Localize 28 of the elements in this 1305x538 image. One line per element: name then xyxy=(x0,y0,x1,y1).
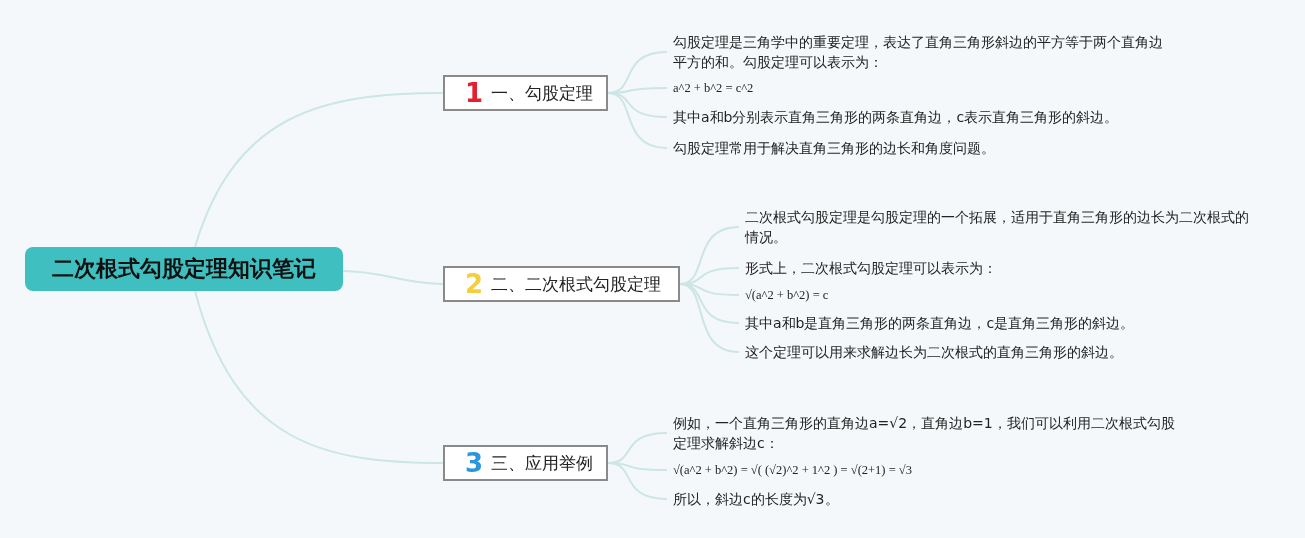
formula-text: a^2 + b^2 = c^2 xyxy=(673,78,1173,98)
note-text: 勾股定理常用于解决直角三角形的边长和角度问题。 xyxy=(673,138,1173,158)
number-marker: 3 xyxy=(465,448,484,478)
connector-line xyxy=(607,92,668,149)
topic-box xyxy=(443,445,608,481)
connector-line xyxy=(607,462,668,500)
note-text: 形式上，二次根式勾股定理可以表示为： xyxy=(745,258,1255,278)
topic-title: 一、勾股定理 xyxy=(491,81,594,105)
note-text: 其中a和b分别表示直角三角形的两条直角边，c表示直角三角形的斜边。 xyxy=(673,107,1173,127)
central-topic: 二次根式勾股定理知识笔记 xyxy=(25,247,343,291)
note-text: 勾股定理是三角学中的重要定理，表达了直角三角形斜边的平方等于两个直角边平方的和。勾股定理可以表示为： xyxy=(673,32,1173,72)
topic-box xyxy=(443,75,608,111)
topic-title: 二、二次根式勾股定理 xyxy=(491,272,662,296)
connector-line xyxy=(194,92,444,248)
topic-title: 三、应用举例 xyxy=(491,451,594,475)
note-text: 这个定理可以用来求解边长为二次根式的直角三角形的斜边。 xyxy=(745,342,1255,362)
note-text: 其中a和b是直角三角形的两条直角边，c是直角三角形的斜边。 xyxy=(745,313,1255,333)
note-text: 例如，一个直角三角形的直角边a=√2，直角边b=1，我们可以利用二次根式勾股定理求解斜边c： xyxy=(673,413,1177,453)
formula-text: √(a^2 + b^2) = c xyxy=(745,285,1255,305)
connector-line xyxy=(679,283,740,353)
note-text: 二次根式勾股定理是勾股定理的一个拓展，适用于直角三角形的边长为二次根式的情况。 xyxy=(745,207,1255,247)
number-marker: 2 xyxy=(465,269,484,299)
formula-text: √(a^2 + b^2) = √( (√2)^2 + 1^2 ) = √(2+1) = √3 xyxy=(673,460,1177,480)
topic-box xyxy=(443,266,680,302)
connector-line xyxy=(342,270,444,285)
number-marker: 1 xyxy=(465,78,484,108)
connector-line xyxy=(194,290,444,464)
note-text: 所以，斜边c的长度为√3。 xyxy=(673,489,1177,509)
